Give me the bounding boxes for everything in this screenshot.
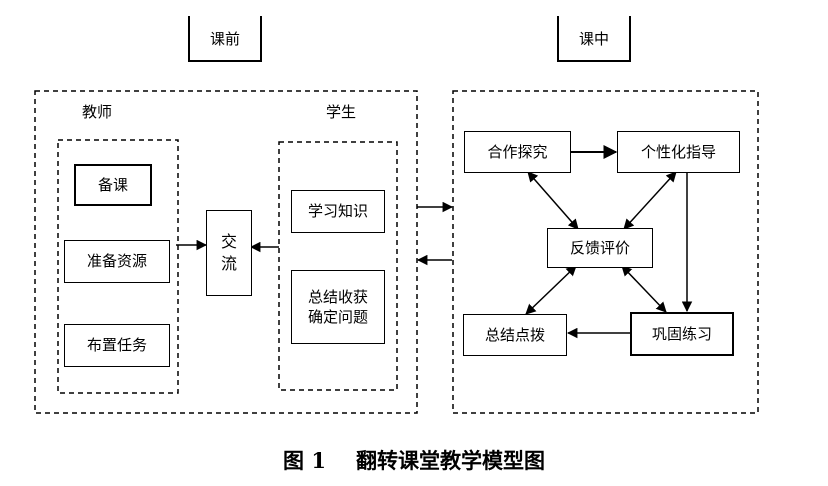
figure-caption: 图 1 翻转课堂教学模型图 [0,445,828,475]
summarize-questions-box: 总结收获 确定问题 [291,270,385,344]
prepare-resources-label: 准备资源 [86,252,147,271]
figure-title: 翻转课堂教学模型图 [355,448,545,473]
exchange-char-2: 流 [220,254,237,273]
exchange-box: 交 流 [206,210,252,296]
feedback-evaluation-box: 反馈评价 [547,228,653,268]
connector-layer [34,90,759,414]
summary-guidance-label: 总结点拨 [484,325,545,344]
cooperative-inquiry-box: 合作探究 [464,131,571,173]
consolidation-practice-box: 巩固练习 [630,312,734,356]
feedback-inquiry-arrow [527,171,579,230]
prepare-resources-box: 准备资源 [64,240,170,283]
feedback-evaluation-label: 反馈评价 [569,238,630,257]
individual-guidance-box: 个性化指导 [617,131,740,173]
prepare-lesson-label: 备课 [97,175,128,194]
learn-knowledge-box: 学习知识 [291,190,385,233]
pre-class-tab: 课前 [188,16,262,62]
student-group [278,141,398,391]
exchange-char-1: 交 [220,232,237,252]
individual-guidance-label: 个性化指导 [640,142,716,161]
assign-tasks-label: 布置任务 [86,336,147,355]
prepare-lesson-box: 备课 [74,164,152,206]
in-class-tab: 课中 [557,16,631,62]
consolidation-practice-label: 巩固练习 [651,324,712,343]
feedback-guidance-arrow [623,171,677,230]
pre-class-panel [34,90,418,414]
figure-number: 图 1 [283,448,326,473]
in-class-panel [452,90,759,414]
summary-guidance-box: 总结点拨 [463,314,567,356]
feedback-practice-arrow [621,265,667,313]
teacher-heading: 教师 [82,103,113,121]
teacher-group [57,139,179,394]
student-heading: 学生 [326,103,357,121]
assign-tasks-box: 布置任务 [64,324,170,367]
pre-class-tab-label: 课前 [209,29,240,48]
summarize-questions-label: 总结收获 确定问题 [307,287,368,326]
feedback-summary-arrow [525,265,577,315]
learn-knowledge-label: 学习知识 [307,202,368,221]
in-class-tab-label: 课中 [578,29,609,48]
cooperative-inquiry-label: 合作探究 [487,142,548,161]
